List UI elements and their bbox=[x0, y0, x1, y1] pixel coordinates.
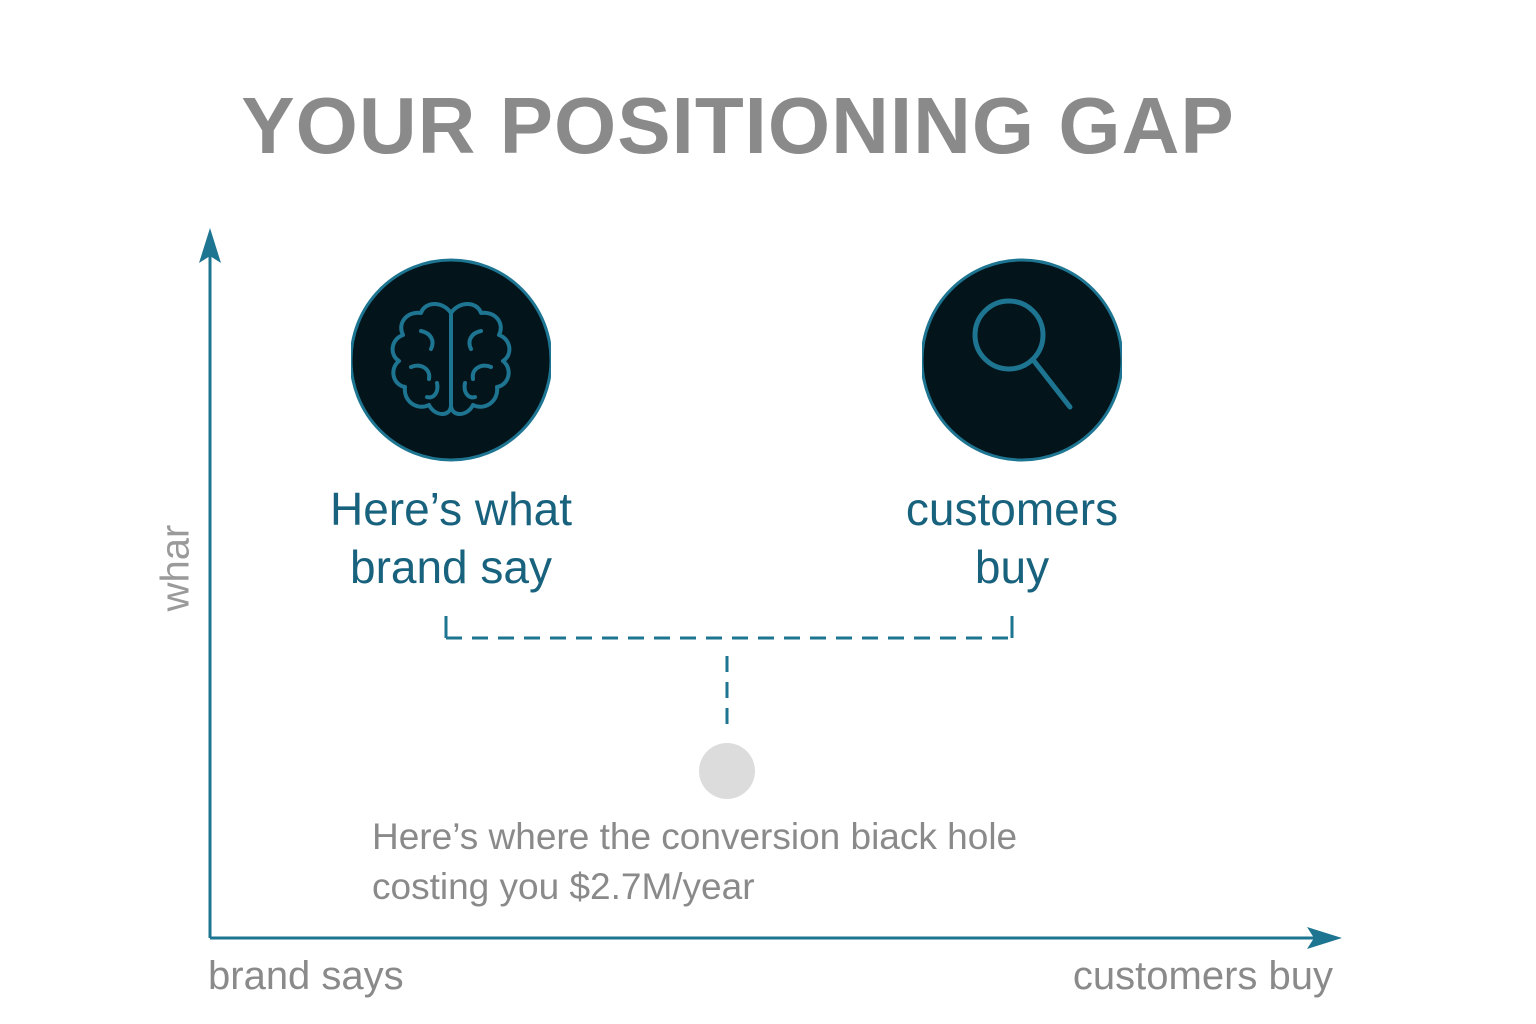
gap-callout-line-1: Here’s where the conversion biack hole bbox=[372, 816, 1018, 857]
brand-says-label-line-2: brand say bbox=[349, 541, 553, 593]
page-title: YOUR POSITIONING GAP bbox=[241, 81, 1235, 170]
gap-bracket bbox=[444, 616, 1014, 640]
customers-buy-label-line-2: buy bbox=[974, 541, 1050, 593]
x-axis-start-label: brand says bbox=[208, 954, 404, 998]
y-axis-arrowhead bbox=[199, 228, 221, 263]
customers-buy-label-line-1: customers bbox=[905, 483, 1119, 535]
brand-says-label: Here’s what brand say bbox=[330, 480, 572, 596]
brain-icon bbox=[351, 257, 551, 463]
gap-dot bbox=[699, 743, 755, 799]
x-axis-arrowhead bbox=[1307, 927, 1342, 949]
y-axis-label: whar bbox=[153, 524, 198, 612]
gap-callout-line-2: costing you $2.7M/year bbox=[372, 866, 755, 907]
magnifier-icon bbox=[922, 257, 1122, 463]
x-axis-end-label: customers buy bbox=[1072, 954, 1333, 998]
brand-says-label-line-1: Here’s what bbox=[329, 483, 573, 535]
customers-buy-label: customers buy bbox=[906, 480, 1118, 596]
gap-callout: Here’s where the conversion biack hole c… bbox=[372, 812, 1017, 912]
x-axis bbox=[210, 927, 1342, 949]
y-axis bbox=[199, 228, 221, 938]
